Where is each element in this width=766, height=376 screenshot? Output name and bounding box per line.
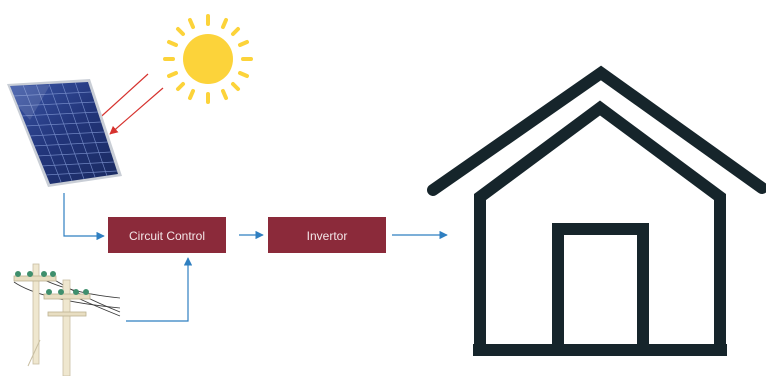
invertor-box: Invertor (268, 217, 386, 253)
panel-to-circuit-arrow (64, 193, 104, 236)
grid-to-circuit-arrow (126, 258, 188, 321)
invertor-label: Invertor (307, 229, 348, 243)
sun-ray-arrow (94, 74, 148, 123)
house-icon (433, 73, 762, 350)
sun-icon (165, 16, 251, 102)
sun-ray-arrow (110, 88, 163, 134)
power-pole-icon (14, 264, 120, 376)
circuit-control-box: Circuit Control (108, 217, 226, 253)
circuit-control-label: Circuit Control (129, 229, 205, 243)
solar-panel-icon (7, 79, 122, 187)
